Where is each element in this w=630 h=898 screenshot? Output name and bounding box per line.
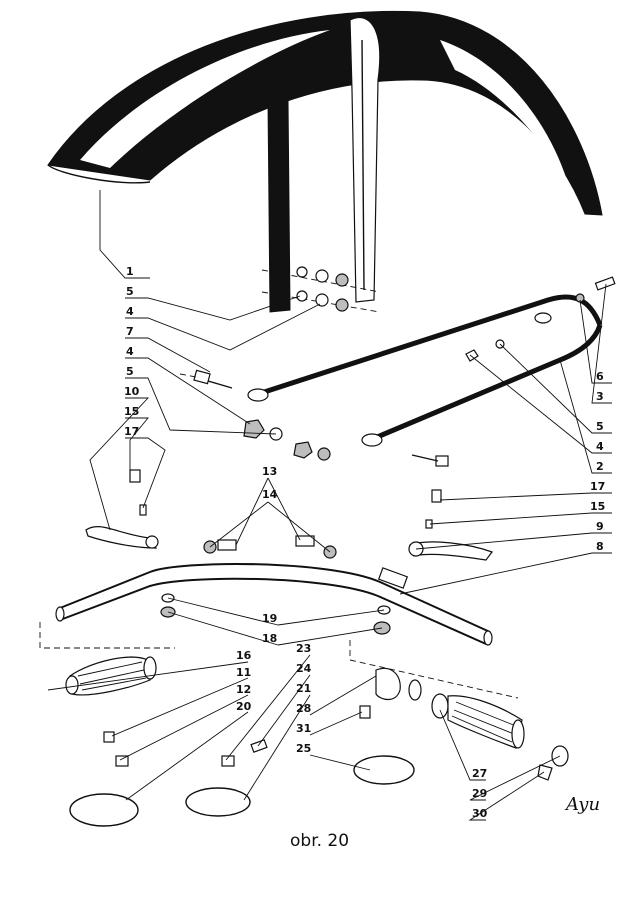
- brace-bolts: [179, 369, 449, 467]
- callout-17a: 17: [124, 425, 139, 438]
- callout-25: 25: [296, 742, 311, 755]
- callout-12: 12: [236, 683, 251, 696]
- callout-7: 7: [126, 325, 134, 338]
- callout-29: 29: [472, 787, 487, 800]
- right-grip-assembly: [375, 667, 569, 781]
- callout-6: 6: [596, 370, 604, 383]
- callout-3: 3: [596, 390, 604, 403]
- callout-28: 28: [296, 702, 311, 715]
- callout-23: 23: [296, 642, 311, 655]
- callout-15b: 15: [590, 500, 605, 513]
- callout-19: 19: [262, 612, 277, 625]
- lever-pins: [203, 535, 337, 559]
- callout-18: 18: [262, 632, 277, 645]
- callout-10: 10: [124, 385, 140, 398]
- callout-labels: 1 5 4 7 4 5 10 15 17 13 14 6 3 5 4 2 17 …: [124, 265, 605, 820]
- callout-31: 31: [296, 722, 311, 735]
- callout-21: 21: [296, 682, 311, 695]
- callout-13: 13: [262, 465, 277, 478]
- callout-24: 24: [296, 662, 312, 675]
- callout-5c: 5: [596, 420, 604, 433]
- left-lever: [85, 469, 159, 549]
- callout-16: 16: [236, 649, 252, 662]
- callout-4b: 4: [126, 345, 134, 358]
- callout-20: 20: [236, 700, 252, 713]
- callout-17b: 17: [590, 480, 605, 493]
- artist-signature: Ayu: [564, 794, 600, 815]
- left-grip: [65, 656, 157, 696]
- leader-lines: [47, 190, 612, 821]
- callout-30: 30: [472, 807, 488, 820]
- figure-caption: obr. 20: [290, 831, 349, 851]
- callout-11: 11: [236, 666, 251, 679]
- callout-14: 14: [262, 488, 278, 501]
- mudguard: [47, 10, 603, 216]
- callout-27: 27: [472, 767, 487, 780]
- stay-fasteners: [261, 266, 381, 313]
- handlebar: [55, 562, 493, 646]
- callout-2: 2: [596, 460, 604, 473]
- callout-4a: 4: [126, 305, 134, 318]
- fork-brace: [247, 276, 616, 447]
- mudguard-stays: [267, 17, 381, 313]
- callout-9: 9: [596, 520, 604, 533]
- right-lever: [408, 489, 493, 561]
- callout-4c: 4: [596, 440, 604, 453]
- callout-15a: 15: [124, 405, 139, 418]
- guide-boxes: [39, 622, 519, 699]
- callout-5b: 5: [126, 365, 134, 378]
- cables: [69, 705, 415, 827]
- callout-1: 1: [126, 265, 134, 278]
- callout-8: 8: [596, 540, 604, 553]
- callout-5a: 5: [126, 285, 134, 298]
